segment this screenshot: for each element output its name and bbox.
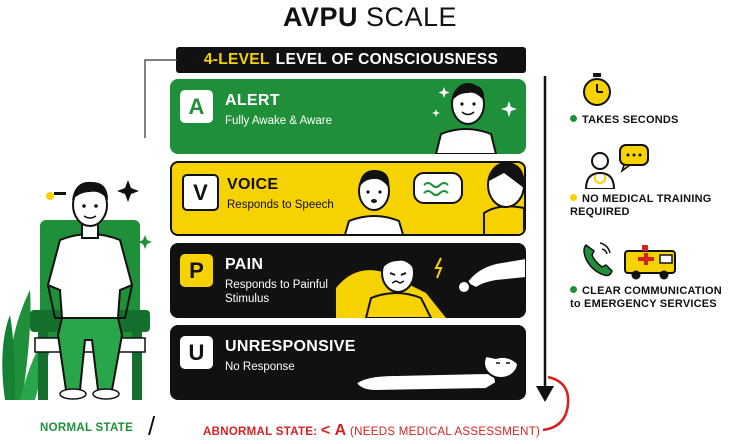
level-name: VOICE (227, 176, 279, 193)
pain-stimulus-icon (336, 251, 526, 318)
yellow-dot-icon (570, 194, 577, 201)
level-card-pain: P PAIN Responds to Painful Stimulus (170, 243, 526, 318)
page-title: AVPU SCALE (0, 2, 740, 33)
seated-person-illustration (2, 180, 152, 400)
benefit-takes-seconds: TAKES SECONDS (570, 72, 740, 132)
subtitle-banner: 4-LEVEL LEVEL OF CONSCIOUSNESS (176, 47, 526, 73)
green-dot-icon (570, 115, 577, 122)
level-description: Fully Awake & Aware (225, 115, 332, 127)
stopwatch-icon (583, 73, 611, 106)
benefit-clear-communication: CLEAR COMMUNICATION to EMERGENCY SERVICE… (570, 237, 740, 327)
subtitle-accent: 4-LEVEL (203, 51, 270, 68)
level-description: Responds to Painful Stimulus (225, 279, 328, 305)
lying-person-icon (354, 347, 519, 393)
abnormal-state-label: ABNORMAL STATE: < A (NEEDS MEDICAL ASSES… (203, 422, 540, 440)
alert-person-icon (432, 83, 517, 154)
progression-arrow (536, 76, 570, 432)
level-card-unresponsive: U UNRESPONSIVE No Response (170, 325, 526, 400)
level-letter: U (180, 336, 213, 369)
abnormal-prefix: ABNORMAL STATE: (203, 426, 318, 438)
level-letter: P (180, 254, 213, 287)
benefit-label: CLEAR COMMUNICATION to EMERGENCY SERVICE… (570, 285, 722, 310)
abnormal-note: (NEEDS MEDICAL ASSESSMENT) (350, 426, 541, 438)
phone-ambulance-icon (583, 242, 676, 280)
green-dot-icon (570, 286, 577, 293)
level-description: No Response (225, 361, 295, 373)
level-letter: V (182, 174, 219, 211)
level-name: PAIN (225, 256, 264, 273)
benefit-no-training: NO MEDICAL TRAINING REQUIRED (570, 143, 740, 223)
doctor-speech-icon (584, 144, 649, 189)
bracket-line (144, 59, 177, 138)
level-name: UNRESPONSIVE (225, 338, 356, 355)
benefit-label: TAKES SECONDS (570, 114, 679, 127)
footer-separator: / (148, 411, 156, 441)
level-card-alert: A ALERT Fully Awake & Aware (170, 79, 526, 154)
abnormal-symbol: < A (320, 422, 347, 439)
level-description: Responds to Speech (227, 199, 334, 211)
benefit-label: NO MEDICAL TRAINING REQUIRED (570, 193, 712, 218)
level-name: ALERT (225, 92, 280, 109)
voice-people-icon (344, 163, 524, 234)
level-letter: A (180, 90, 213, 123)
title-bold: AVPU (282, 2, 358, 32)
normal-state-label: NORMAL STATE (40, 422, 134, 434)
level-card-voice: V VOICE Responds to Speech (170, 161, 526, 236)
subtitle-rest: LEVEL OF CONSCIOUSNESS (275, 51, 499, 68)
title-light: SCALE (365, 2, 458, 32)
